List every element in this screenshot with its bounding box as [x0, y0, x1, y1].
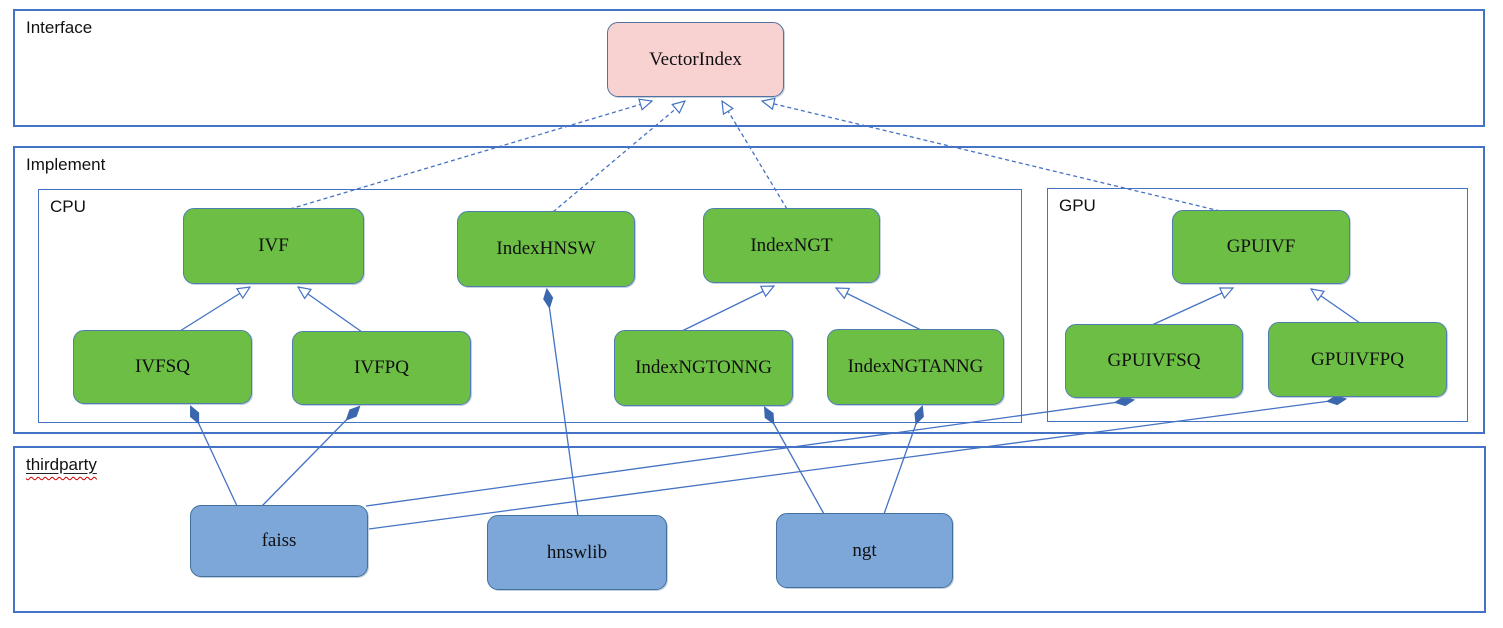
node-indexngtanng[interactable]: IndexNGTANNG [827, 329, 1004, 405]
node-gpuivf-label: GPUIVF [1226, 236, 1296, 257]
edge-realization-indexhnsw-vectorindex [552, 101, 685, 213]
edge-comp-faiss-gpuivfpq [368, 399, 1345, 530]
node-gpuivfpq-label: GPUIVFPQ [1311, 348, 1404, 370]
container-gpu-label: GPU [1059, 196, 1096, 215]
node-gpuivfsq[interactable]: GPUIVFSQ [1065, 324, 1243, 398]
edge-inherit-indexngtonng-indexngt [681, 286, 774, 332]
node-indexhnsw[interactable]: IndexHNSW [457, 211, 635, 287]
edge-comp-ngt-indexngtanng [883, 407, 922, 515]
node-ivfsq-label: IVFSQ [135, 356, 190, 377]
node-gpuivfpq[interactable]: GPUIVFPQ [1268, 322, 1447, 397]
node-indexngt[interactable]: IndexNGT [703, 208, 880, 283]
node-vectorindex-label: VectorIndex [649, 48, 742, 70]
node-indexngtonng-label: IndexNGTONNG [635, 357, 772, 378]
node-gpuivf[interactable]: GPUIVF [1172, 210, 1350, 284]
node-gpuivfsq-label: GPUIVFSQ [1107, 350, 1201, 371]
node-ngt-label: ngt [852, 539, 877, 561]
node-ivfpq-label: IVFPQ [354, 357, 409, 378]
edge-inherit-indexngtanng-indexngt [836, 288, 922, 331]
edge-comp-faiss-ivfsq [191, 407, 238, 507]
container-thirdparty-label: thirdparty [26, 455, 97, 475]
node-ivf-label: IVF [258, 235, 289, 256]
node-faiss-label: faiss [261, 530, 297, 551]
container-thirdparty[interactable]: thirdparty [13, 446, 1486, 613]
edge-comp-faiss-ivfpq [261, 407, 359, 507]
node-indexngt-label: IndexNGT [750, 234, 833, 256]
edge-inherit-ivfpq-ivf [298, 287, 363, 333]
node-ngt[interactable]: ngt [776, 513, 953, 588]
edge-inherit-ivfsq-ivf [179, 287, 250, 332]
container-interface[interactable]: Interface [13, 9, 1485, 127]
edge-comp-hnswlib-indexhnsw [547, 290, 579, 517]
container-gpu[interactable]: GPU [1047, 188, 1468, 422]
edge-realization-gpuivf-vectorindex [762, 101, 1221, 212]
node-faiss[interactable]: faiss [190, 505, 368, 577]
container-cpu[interactable]: CPU [38, 189, 1022, 423]
edge-inherit-gpuivfsq-gpuivf [1151, 288, 1233, 326]
container-interface-label: Interface [26, 18, 93, 37]
node-indexngtanng-label: IndexNGTANNG [847, 356, 984, 377]
node-hnswlib-label: hnswlib [546, 541, 608, 563]
node-vectorindex[interactable]: VectorIndex [607, 22, 784, 97]
container-implement-label: Implement [26, 155, 106, 174]
edge-realization-ivf-vectorindex [289, 101, 652, 210]
node-ivfsq[interactable]: IVFSQ [73, 330, 252, 404]
container-thirdparty-label-text: thirdparty [26, 455, 97, 474]
node-indexhnsw-label: IndexHNSW [496, 238, 596, 259]
edge-inherit-gpuivfpq-gpuivf [1311, 289, 1361, 324]
edge-comp-faiss-gpuivfsq [365, 400, 1133, 507]
node-hnswlib[interactable]: hnswlib [487, 515, 667, 590]
edge-comp-ngt-indexngtonng [765, 408, 825, 515]
edge-realization-indexngt-vectorindex [722, 101, 788, 210]
container-cpu-label: CPU [50, 197, 86, 216]
node-indexngtonng[interactable]: IndexNGTONNG [614, 330, 793, 406]
node-ivf[interactable]: IVF [183, 208, 364, 284]
node-ivfpq[interactable]: IVFPQ [292, 331, 471, 405]
